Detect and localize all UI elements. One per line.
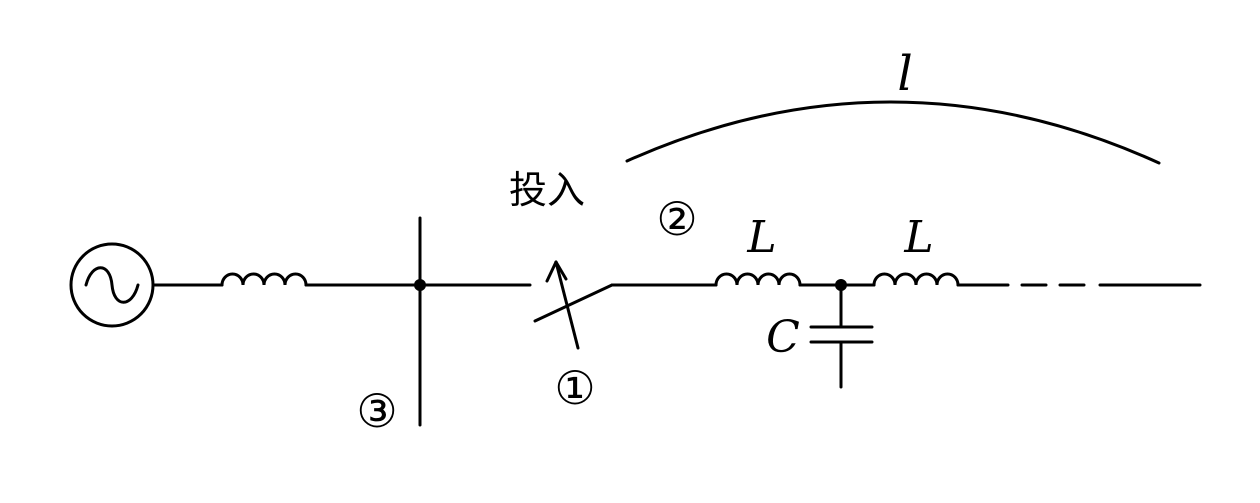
point-3-label: ③ [356,384,397,438]
line-inductor-1 [714,272,802,287]
bus-junction-dot [414,279,426,291]
inductance-2-label: L [903,212,933,263]
point-1-label: ① [554,361,595,415]
capacitance-label: C [766,312,800,363]
point-2-label: ② [656,192,697,246]
line-inductor-2 [872,272,960,287]
length-arc [625,100,1161,165]
length-label: l [897,46,912,102]
ac-source-icon [69,242,155,328]
switch-blade [533,283,614,323]
shunt-capacitor [809,283,874,389]
switch-close-arrow-icon [545,260,580,350]
switch-action-label: 投入 [509,168,585,212]
inductance-1-label: L [746,212,776,263]
source-inductor [220,272,308,287]
